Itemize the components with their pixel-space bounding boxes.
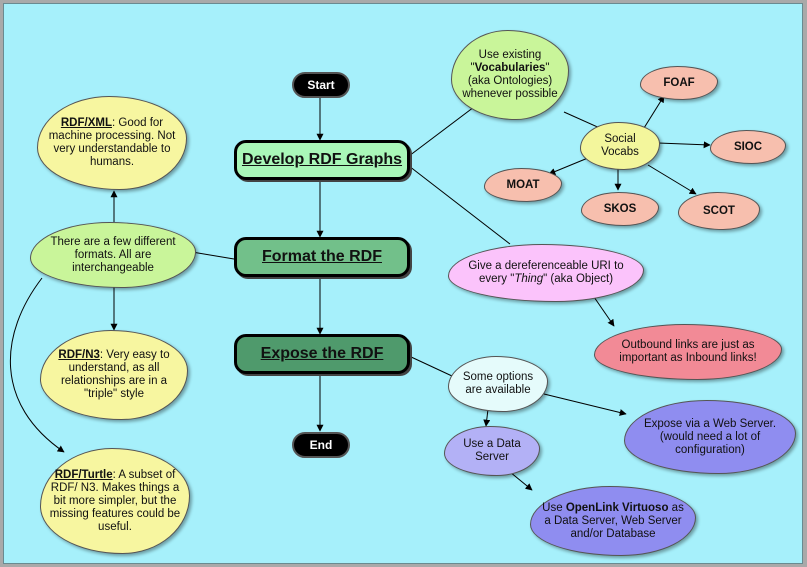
turtle-cloud: RDF/Turtle: A subset of RDF/ N3. Makes t… — [40, 448, 190, 554]
turtle-text: : A subset of RDF/ N3. Makes things a bi… — [49, 468, 181, 533]
openlink-pre: Use — [542, 501, 566, 514]
social-vocabs-label: Social Vocabs — [601, 133, 639, 158]
moat-cloud: MOAT — [484, 168, 562, 202]
rdfxml-title: RDF/XML — [60, 117, 112, 129]
link-social-sioc — [657, 141, 711, 149]
end-label: End — [309, 438, 333, 452]
rdfn3-cloud: RDF/N3: Very easy to understand, as all … — [40, 330, 188, 420]
uri-post: " (aka Object) — [543, 273, 614, 285]
social-vocabs-cloud: Social Vocabs — [580, 122, 660, 170]
rdfxml-text: : Good for machine processing. Not very … — [48, 117, 176, 168]
turtle-title: RDF/Turtle — [54, 468, 113, 481]
vocab-pre: Use existing " — [470, 49, 542, 74]
vocab-bold: Vocabularies — [474, 62, 546, 74]
scot-cloud: SCOT — [678, 192, 760, 230]
end-terminal: End — [292, 432, 350, 458]
link-develop-uri — [408, 165, 511, 245]
skos-cloud: SKOS — [581, 192, 659, 226]
mind-map-canvas: Start End Develop RDF Graphs Format the … — [3, 3, 803, 564]
formats-intro-text: There are a few different formats. All a… — [50, 235, 176, 274]
rdfxml-cloud: RDF/XML: Good for machine processing. No… — [37, 96, 187, 190]
link-expose-options — [408, 355, 453, 377]
uri-pre: Give a dereferenceable URI to every " — [468, 260, 624, 285]
formats-intro-cloud: There are a few different formats. All a… — [30, 222, 196, 288]
uri-italic: Thing — [514, 273, 544, 285]
link-social-scot — [647, 164, 697, 195]
data-server-cloud: Use a Data Server — [444, 426, 540, 476]
step-format-the-rdf: Format the RDF — [234, 237, 410, 277]
rdfn3-title: RDF/N3 — [58, 349, 100, 361]
sioc-label: SIOC — [733, 140, 763, 153]
link-options-data — [483, 408, 491, 427]
foaf-label: FOAF — [663, 76, 695, 89]
openlink-bold: OpenLink Virtuoso — [565, 501, 669, 514]
web-server-cloud: Expose via a Web Server. (would need a l… — [624, 400, 796, 474]
step-develop-label: Develop RDF Graphs — [241, 151, 403, 168]
data-server-text: Use a Data Server — [463, 438, 521, 463]
vocab-post: " (aka Ontologies) whenever possible — [462, 62, 558, 100]
link-intro-turtle — [9, 277, 65, 453]
scot-label: SCOT — [703, 204, 735, 217]
link-social-foaf — [643, 95, 665, 129]
link-uri-outbound — [593, 296, 615, 327]
vocabularies-cloud: Use existing "Vocabularies" (aka Ontolog… — [451, 30, 569, 120]
step-format-label: Format the RDF — [262, 248, 382, 265]
sioc-cloud: SIOC — [710, 130, 786, 164]
outbound-text: Outbound links are just as important as … — [619, 339, 757, 364]
rdfn3-text: : Very easy to understand, as all relati… — [60, 349, 170, 400]
options-text: Some options are available — [462, 371, 534, 396]
step-develop-rdf-graphs: Develop RDF Graphs — [234, 140, 410, 180]
step-expose-the-rdf: Expose the RDF — [234, 334, 410, 374]
outbound-links-cloud: Outbound links are just as important as … — [594, 324, 782, 380]
web-server-text: Expose via a Web Server. (would need a l… — [643, 417, 777, 456]
options-cloud: Some options are available — [448, 356, 548, 412]
link-options-web — [543, 393, 627, 416]
step-expose-label: Expose the RDF — [260, 345, 384, 362]
openlink-virtuoso-cloud: Use OpenLink Virtuoso as a Data Server, … — [530, 486, 696, 556]
link-data-openlink — [509, 471, 533, 491]
moat-label: MOAT — [506, 178, 540, 191]
start-label: Start — [307, 78, 335, 92]
skos-label: SKOS — [603, 202, 637, 215]
start-terminal: Start — [292, 72, 350, 98]
link-develop-vocab — [408, 106, 475, 157]
openlink-post: as a Data Server, Web Server and/or Data… — [544, 501, 684, 540]
foaf-cloud: FOAF — [640, 66, 718, 100]
dereferenceable-uri-cloud: Give a dereferenceable URI to every "Thi… — [448, 244, 644, 302]
